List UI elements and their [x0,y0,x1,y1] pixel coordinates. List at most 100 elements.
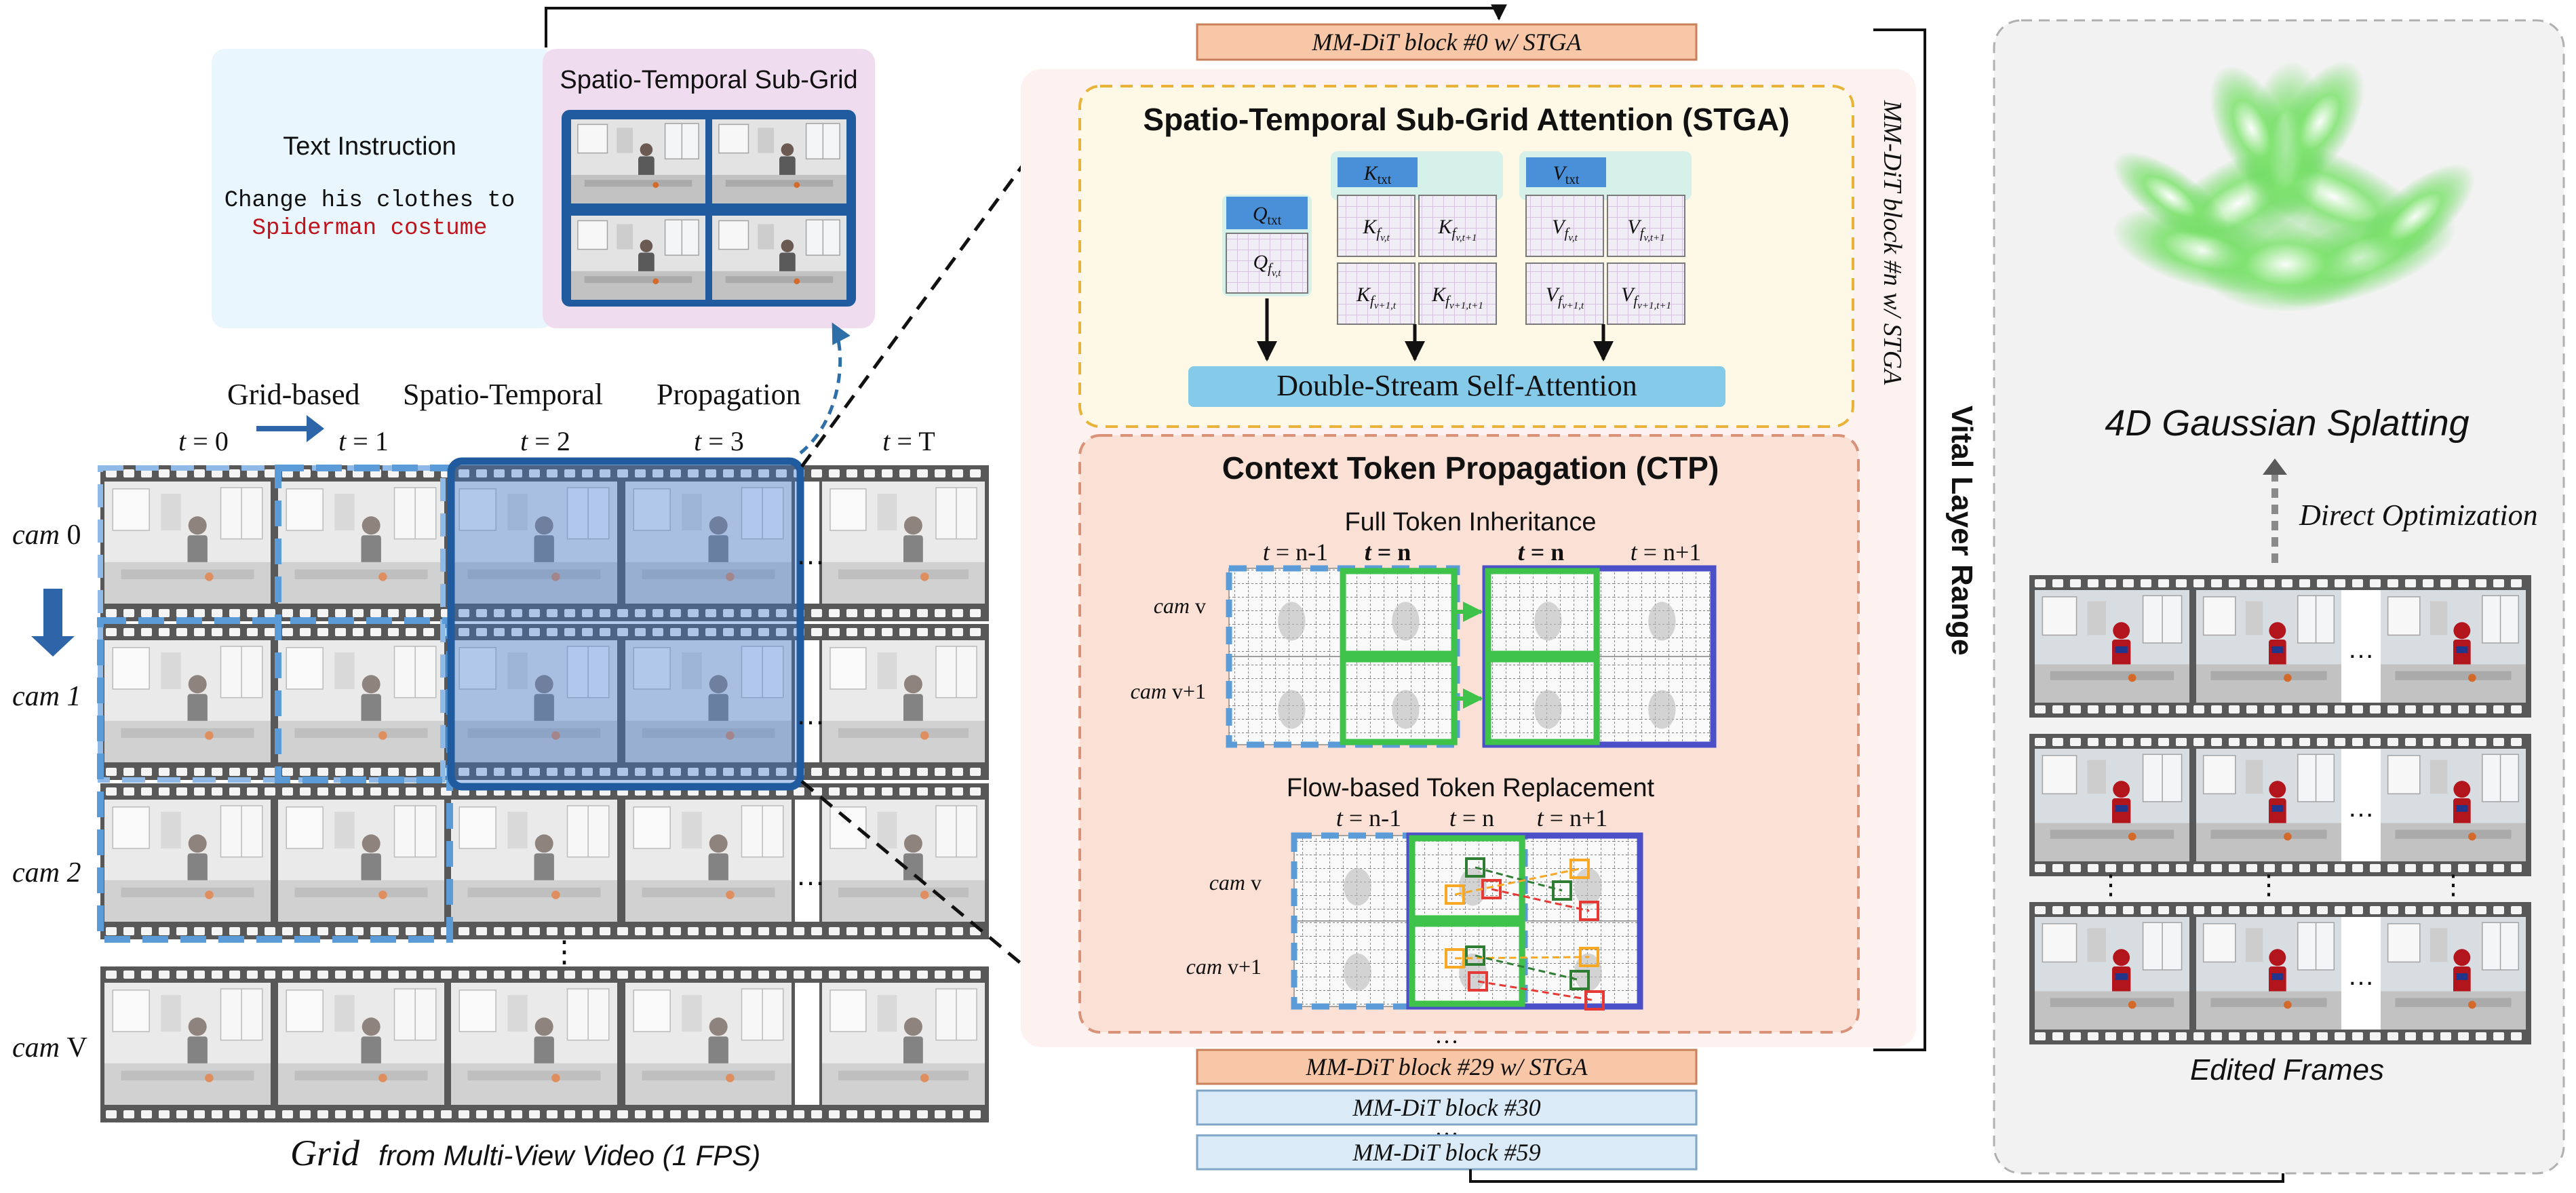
sprocket-hole [2423,738,2434,746]
sprocket-hole [2193,705,2204,713]
sprocket-hole [846,768,857,776]
sprocket-hole [794,971,804,979]
sprocket-hole [2493,906,2504,914]
sprocket-hole [2458,906,2469,914]
sprocket-hole [688,1110,699,1118]
sprocket-hole [705,927,716,935]
sprocket-hole [176,927,187,935]
gaussian-leaf [2112,151,2229,242]
sprocket-hole [2105,705,2116,713]
k-token [1418,195,1497,257]
sprocket-hole [106,787,117,796]
token-label: Kfv,t [1362,216,1390,243]
sprocket-hole [2264,906,2275,914]
grid-ellipses: ………⋮ [549,538,825,969]
sprocket-hole [2440,906,2451,914]
sprocket-hole [2511,579,2522,587]
sprocket-hole [2282,864,2292,872]
sprocket-hole [582,1110,593,1118]
ctp-cam-label: cam v [1209,870,1262,895]
sprocket-hole [864,628,875,636]
sprocket-hole [899,768,910,776]
sprocket-hole [829,469,840,477]
sprocket-hole [2211,738,2222,746]
sprocket-hole [741,927,752,935]
sprocket-hole [2246,1032,2257,1040]
sprocket-hole [2088,1032,2099,1040]
sprocket-hole [2423,705,2434,713]
ctp-cam-label: cam v+1 [1186,954,1262,979]
sprocket-hole [2458,738,2469,746]
token-head-label: Vtxt [1553,162,1580,187]
sprocket-hole [952,469,963,477]
sprocket-hole [406,609,416,617]
sprocket-hole [2405,864,2416,872]
sprocket-hole [423,628,434,636]
grid-ellipsis-h: … [796,538,825,571]
k-token [1337,195,1416,257]
sprocket-hole [282,927,293,935]
sprocket-hole [811,768,822,776]
sprocket-hole [723,609,734,617]
frame-thumb [712,216,846,300]
sprocket-hole [511,609,522,617]
sprocket-hole [141,971,152,979]
sprocket-hole [970,628,981,636]
sprocket-hole [970,787,981,796]
k-head-token [1338,157,1418,187]
sprocket-hole [423,787,434,796]
propagation-title: Grid-based Spatio-Temporal Propagation [227,378,801,411]
token-head-label: Qtxt [1253,203,1282,228]
sprocket-hole [882,628,893,636]
sprocket-hole [317,927,328,935]
sprocket-hole [370,971,381,979]
sprocket-hole [370,927,381,935]
v-token [1525,262,1604,325]
sprocket-hole [2511,864,2522,872]
sprocket-hole [723,971,734,979]
sprocket-hole [2493,579,2504,587]
sprocket-hole [2176,738,2187,746]
sprocket-hole [229,469,240,477]
sprocket-hole [899,628,910,636]
sprocket-hole [864,787,875,796]
sprocket-hole [159,609,170,617]
sprocket-hole [2352,579,2363,587]
fbr-green-token-top [1409,835,1525,922]
time-direction-arrow [256,415,324,442]
sprocket-hole [705,609,716,617]
sprocket-hole [123,768,134,776]
sprocket-hole [2123,579,2134,587]
sprocket-hole [2088,864,2099,872]
sprocket-hole [2440,738,2451,746]
sprocket-hole [2282,705,2292,713]
sprocket-hole [141,469,152,477]
sprocket-hole [635,628,646,636]
sprocket-hole [2088,579,2099,587]
sprocket-hole [899,1110,910,1118]
sprocket-hole [2088,705,2099,713]
sprocket-hole [2052,1032,2063,1040]
sprocket-hole [458,469,469,477]
sprocket-hole [2387,579,2398,587]
sprocket-hole [106,971,117,979]
sprocket-hole [547,768,558,776]
camera-label: cam 2 [12,857,81,888]
sprocket-hole [423,609,434,617]
sprocket-hole [300,787,311,796]
frame-gap [795,800,819,922]
sprocket-hole [106,628,117,636]
sprocket-hole [353,628,364,636]
sprocket-hole [564,628,575,636]
sprocket-hole [2458,1032,2469,1040]
sprocket-hole [547,609,558,617]
sprocket-hole [2211,906,2222,914]
sprocket-hole [2370,579,2381,587]
sprocket-hole [811,628,822,636]
sprocket-hole [2246,705,2257,713]
sprocket-hole [106,469,117,477]
flow-token [1445,884,1465,905]
sprocket-hole [2405,1032,2416,1040]
sprocket-hole [688,971,699,979]
